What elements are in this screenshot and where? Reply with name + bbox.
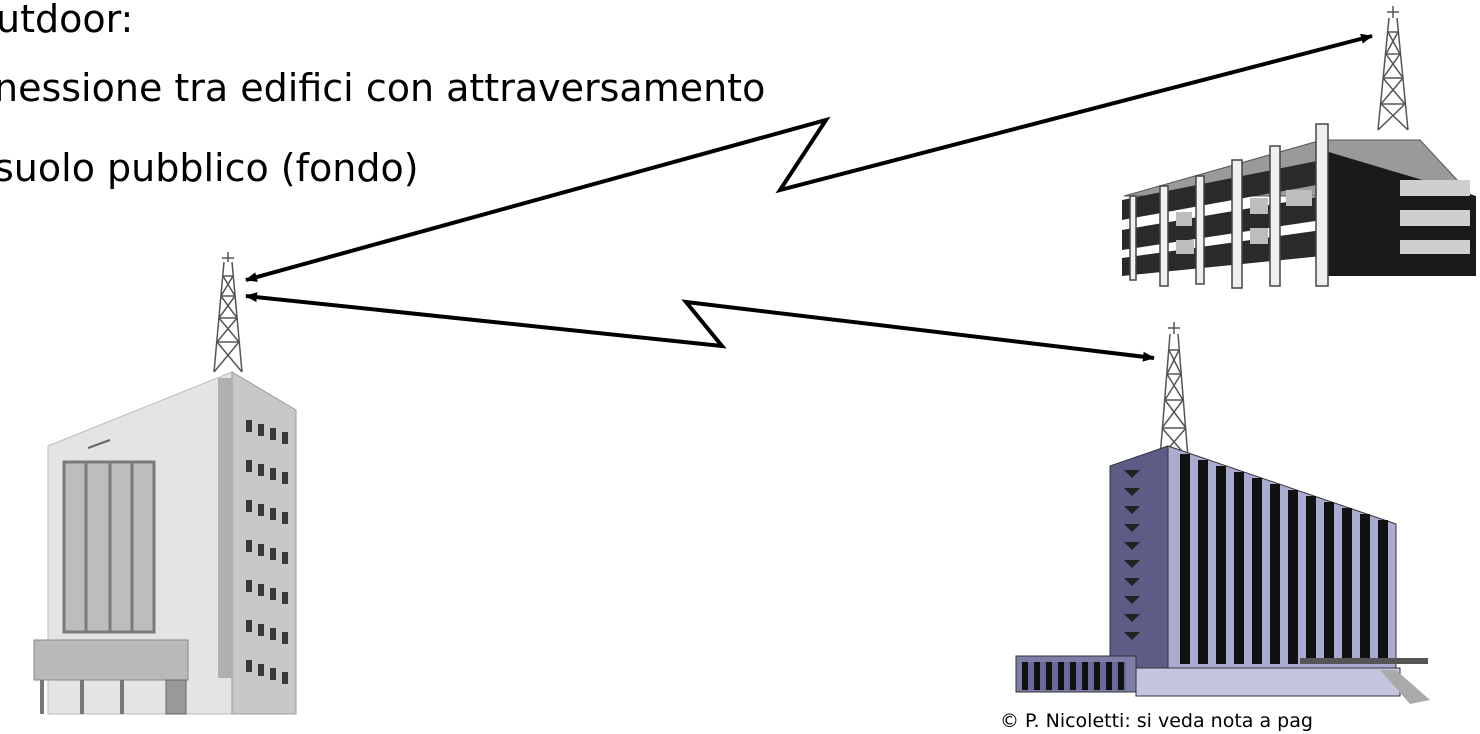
antenna-tower-icon <box>1159 322 1189 459</box>
bullet-text-line-2: suolo pubblico (fondo) <box>0 146 419 190</box>
office-building-icon <box>33 371 297 715</box>
radio-link-bottom <box>245 292 1155 362</box>
radio-link-top <box>245 33 1373 282</box>
antenna-tower-icon <box>1377 6 1409 131</box>
slide-title: utdoor: <box>0 0 134 41</box>
office-building-icon <box>1015 445 1430 704</box>
antenna-tower-icon <box>213 252 243 373</box>
office-building-icon <box>1122 123 1476 289</box>
copyright-footer: © P. Nicoletti: si veda nota a pag <box>1000 710 1313 732</box>
bullet-text-line-1: nessione tra edifici con attraversamento <box>0 66 766 110</box>
